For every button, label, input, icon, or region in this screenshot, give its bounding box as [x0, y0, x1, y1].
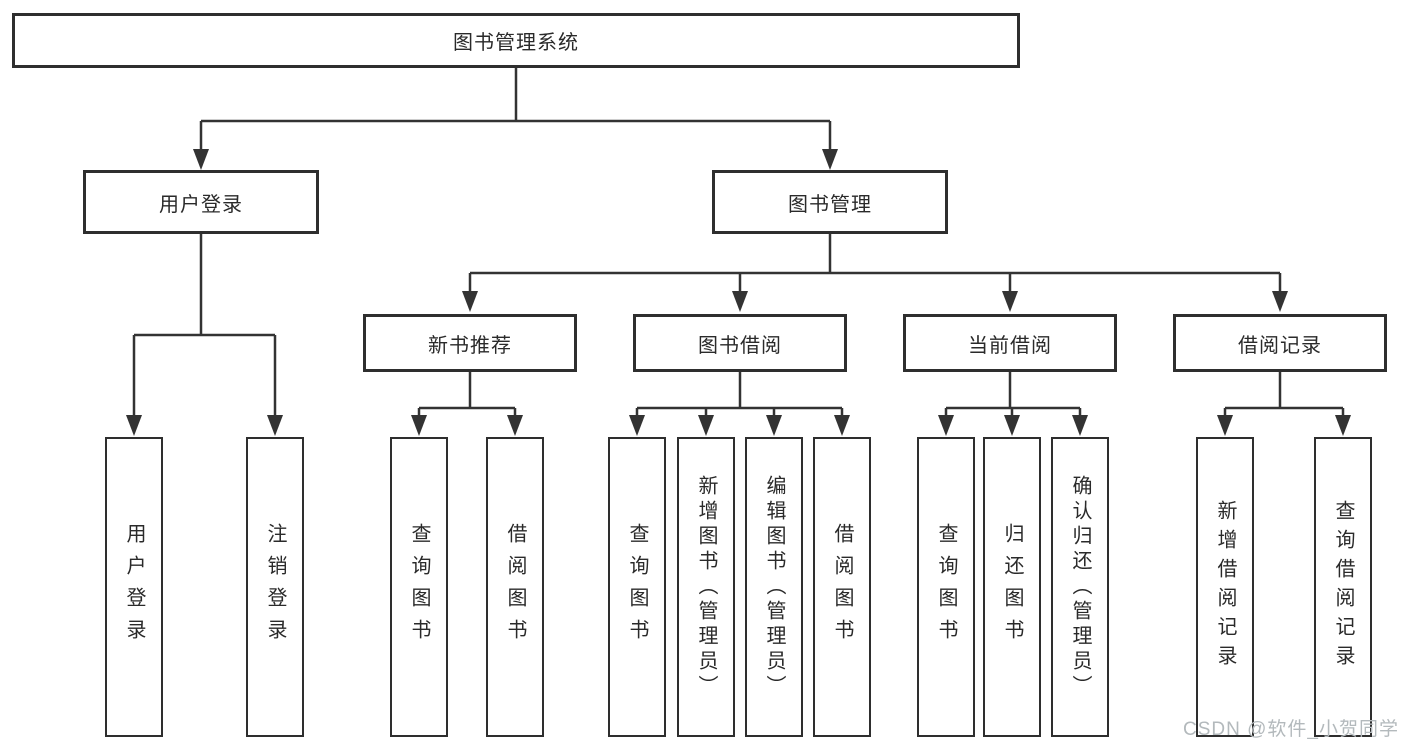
node-label: 新增图书（管理员）: [695, 474, 717, 700]
node-leaf-borrow-books-recommend: 借阅图书: [486, 437, 544, 737]
node-book-borrowing: 图书借阅: [633, 314, 847, 372]
node-label: 编辑图书（管理员）: [763, 474, 785, 700]
node-leaf-query-books-borrowing: 查询图书: [608, 437, 666, 737]
csdn-watermark: CSDN @软件_小贺同学: [1183, 719, 1399, 740]
node-label: 新增借阅记录: [1214, 500, 1236, 674]
node-label: 查询图书: [408, 523, 430, 651]
node-label: 用户登录: [159, 193, 243, 216]
node-label: 查询借阅记录: [1332, 500, 1354, 674]
node-label: 归还图书: [1001, 523, 1023, 651]
node-leaf-edit-books-admin: 编辑图书（管理员）: [745, 437, 803, 737]
node-label: 借阅记录: [1238, 334, 1322, 357]
node-leaf-add-books-admin: 新增图书（管理员）: [677, 437, 735, 737]
node-label: 借阅图书: [831, 523, 853, 651]
node-current-borrowing: 当前借阅: [903, 314, 1117, 372]
node-leaf-borrow-books-borrowing: 借阅图书: [813, 437, 871, 737]
node-leaf-logout-login: 注销登录: [246, 437, 304, 737]
node-leaf-add-borrowing-record: 新增借阅记录: [1196, 437, 1254, 737]
node-label: 当前借阅: [968, 334, 1052, 357]
node-leaf-query-books-current: 查询图书: [917, 437, 975, 737]
node-label: 查询图书: [626, 523, 648, 651]
node-label: 新书推荐: [428, 334, 512, 357]
node-leaf-query-books-recommend: 查询图书: [390, 437, 448, 737]
node-leaf-confirm-return-admin: 确认归还（管理员）: [1051, 437, 1109, 737]
node-label: 用户登录: [123, 523, 145, 651]
node-borrowing-records: 借阅记录: [1173, 314, 1387, 372]
node-library-management-system: 图书管理系统: [12, 13, 1020, 68]
node-user-login: 用户登录: [83, 170, 319, 234]
node-label: 注销登录: [264, 523, 286, 651]
node-label: 查询图书: [935, 523, 957, 651]
node-book-management: 图书管理: [712, 170, 948, 234]
node-leaf-return-books: 归还图书: [983, 437, 1041, 737]
node-label: 图书管理系统: [453, 32, 579, 54]
node-leaf-user-login: 用户登录: [105, 437, 163, 737]
node-label: 借阅图书: [504, 523, 526, 651]
node-label: 图书借阅: [698, 334, 782, 357]
node-label: 图书管理: [788, 193, 872, 216]
node-label: 确认归还（管理员）: [1069, 474, 1091, 700]
node-new-book-recommendation: 新书推荐: [363, 314, 577, 372]
node-leaf-query-borrowing-record: 查询借阅记录: [1314, 437, 1372, 737]
